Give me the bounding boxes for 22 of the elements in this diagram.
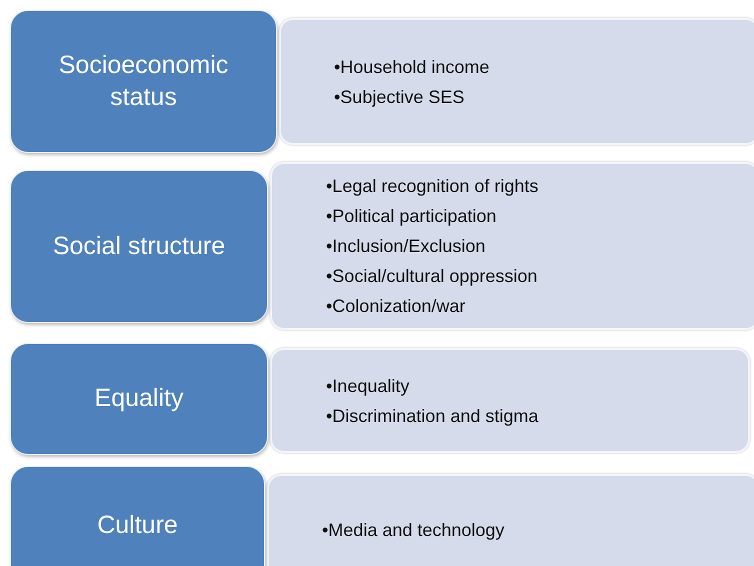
category-label: Equality [94, 383, 184, 414]
bullet-item: •Discrimination and stigma [326, 404, 538, 426]
detail-panel [270, 348, 750, 453]
category-label: Social structure [52, 230, 226, 262]
bullet-item: •Subjective SES [334, 86, 464, 108]
detail-panel [279, 18, 754, 145]
bullet-item: •Colonization/war [326, 295, 466, 317]
category-label: Socioeconomic status [58, 50, 230, 112]
bullet-item: •Media and technology [322, 519, 504, 541]
bullet-item: •Inequality [326, 374, 410, 396]
bullet-item: •Social/cultural oppression [326, 265, 538, 287]
bullet-item: •Legal recognition of rights [326, 175, 538, 197]
bullet-item: •Household income [334, 56, 490, 78]
category-box [10, 10, 277, 153]
bullet-item: •Inclusion/Exclusion [326, 235, 486, 257]
detail-panel [270, 162, 754, 330]
detail-panel [267, 474, 754, 566]
category-box [10, 170, 268, 323]
bullet-item: •Political participation [326, 205, 496, 227]
category-label: Culture [97, 510, 178, 542]
category-box [10, 466, 265, 566]
category-box [10, 343, 268, 455]
